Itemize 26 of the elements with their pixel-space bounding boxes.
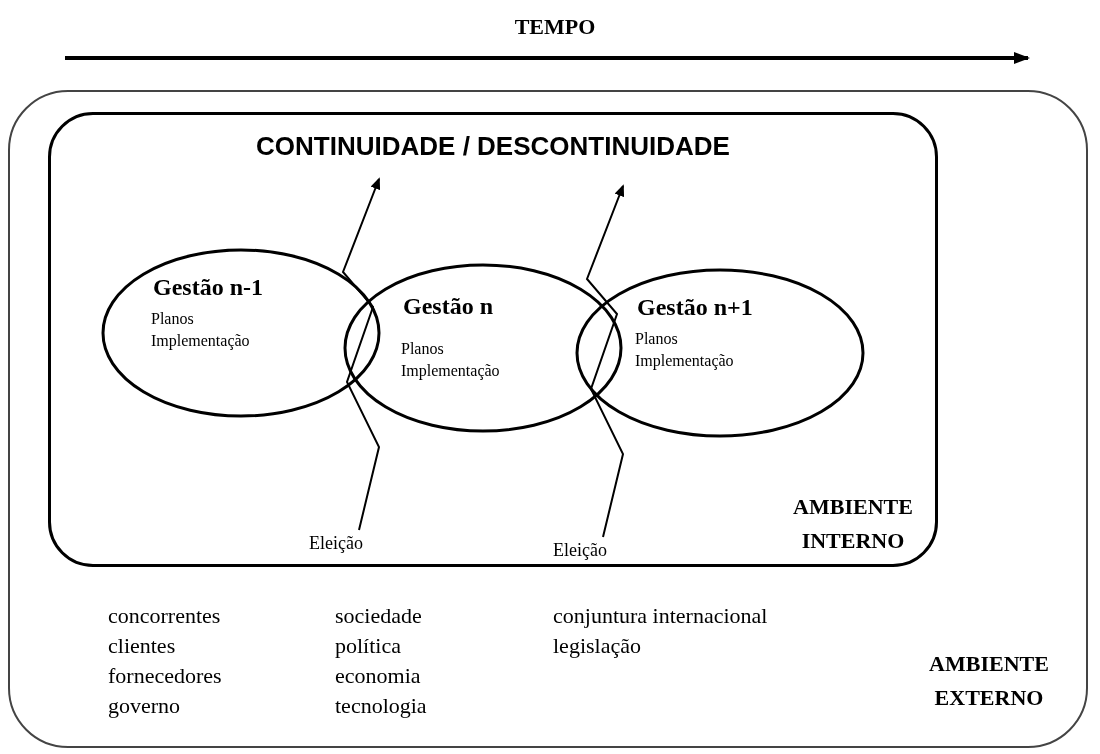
- factor-label: tecnologia: [335, 693, 427, 719]
- factor-label: clientes: [108, 633, 176, 659]
- axis-title: TEMPO: [513, 14, 597, 40]
- node-text: Planos Implementação: [635, 329, 735, 372]
- node-title: Gestão n-1: [153, 274, 263, 301]
- factor-label: política: [335, 633, 401, 659]
- lightning-arrow: [585, 184, 625, 538]
- group-title: AMBIENTE EXTERNO: [928, 650, 1050, 712]
- factor-label: concorrentes: [108, 603, 221, 629]
- node-title: Gestão n+1: [637, 294, 753, 321]
- factor-label: fornecedores: [108, 663, 222, 689]
- factor-label: legislação: [553, 633, 641, 659]
- node-text: Planos Implementação: [401, 339, 501, 382]
- event-label: Eleição: [553, 540, 607, 561]
- event-label: Eleição: [309, 533, 363, 554]
- inner-panel: [48, 112, 938, 567]
- group-title: CONTINUIDADE / DESCONTINUIDADE: [255, 131, 731, 162]
- outer-panel: [8, 90, 1088, 748]
- factor-label: governo: [108, 693, 181, 719]
- node-title: Gestão n: [403, 293, 493, 320]
- lightning-arrow: [341, 177, 381, 531]
- group-title: AMBIENTE INTERNO: [792, 493, 914, 555]
- factor-label: economia: [335, 663, 421, 689]
- factor-label: sociedade: [335, 603, 422, 629]
- factor-label: conjuntura internacional: [553, 603, 768, 629]
- node-text: Planos Implementação: [151, 309, 251, 352]
